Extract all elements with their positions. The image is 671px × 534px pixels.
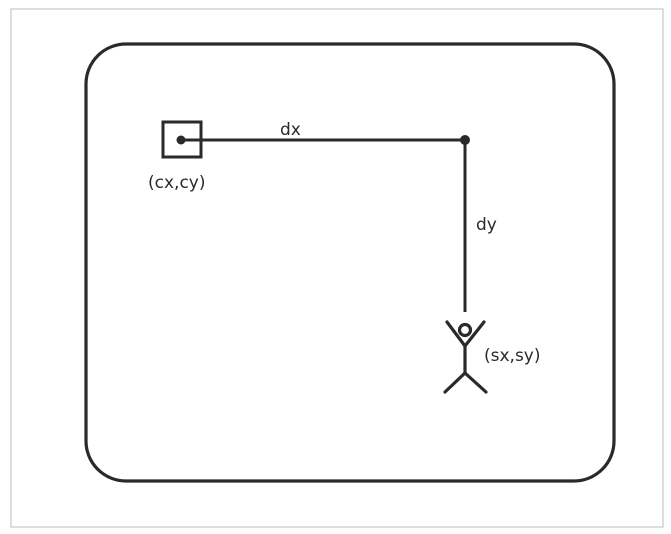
stick-figure-icon bbox=[443, 320, 488, 394]
sprite-label: (sx,sy) bbox=[484, 346, 541, 366]
screen-boundary bbox=[84, 42, 616, 483]
dy-label: dy bbox=[476, 215, 497, 235]
outer-frame bbox=[10, 8, 664, 528]
dx-label: dx bbox=[280, 120, 301, 140]
center-label: (cx,cy) bbox=[148, 173, 205, 193]
